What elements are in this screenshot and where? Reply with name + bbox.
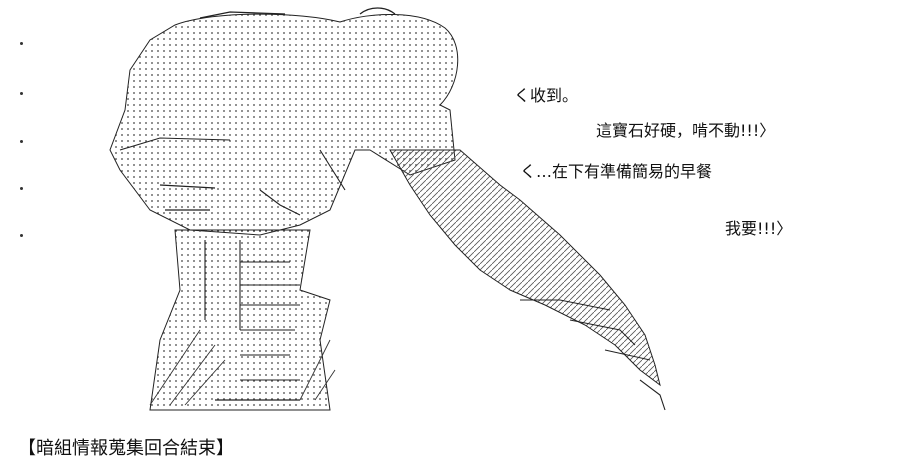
round-end-title: 【暗組情報蒐集回合結束】 xyxy=(18,438,234,459)
dialogue-line-1: く收到。 xyxy=(514,86,579,105)
dialogue-line-4: 我要!!!〉 xyxy=(725,219,793,238)
margin-dot xyxy=(20,42,23,45)
dialogue-line-3: く…在下有準備簡易的早餐 xyxy=(520,162,713,181)
margin-dot xyxy=(20,234,23,237)
figure-body xyxy=(149,229,336,411)
figure-head xyxy=(109,7,459,236)
margin-dot xyxy=(20,92,23,95)
gem-shape xyxy=(389,149,666,411)
dialogue-line-2: 這寶石好硬，啃不動!!!〉 xyxy=(596,121,776,140)
margin-dot xyxy=(20,140,23,143)
margin-dot xyxy=(20,187,23,190)
